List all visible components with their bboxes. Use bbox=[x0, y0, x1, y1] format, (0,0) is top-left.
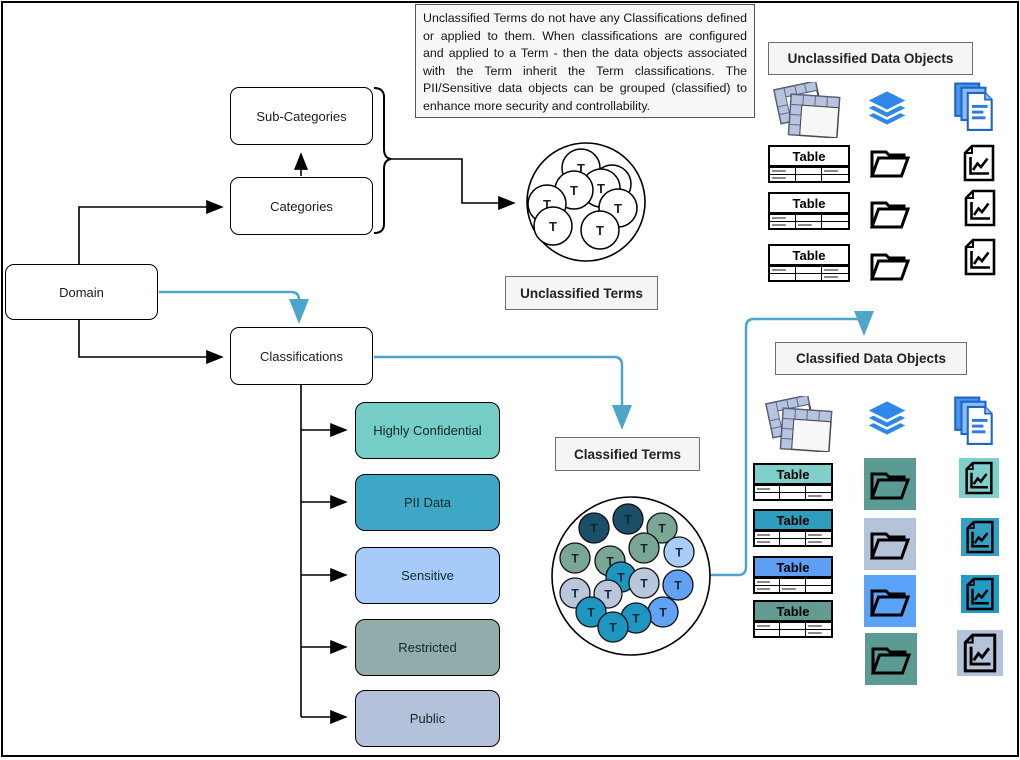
unclassified-objects-text: Unclassified Data Objects bbox=[787, 51, 954, 66]
chart-document-tile bbox=[961, 575, 999, 613]
table-icon-grid bbox=[770, 266, 848, 280]
spreadsheet-stack-icon bbox=[765, 396, 833, 452]
table-icon-grid bbox=[755, 622, 831, 636]
level-label: Public bbox=[409, 711, 446, 726]
table-icon: Table bbox=[753, 600, 833, 638]
unclassified-data-objects-label: Unclassified Data Objects bbox=[768, 42, 973, 75]
level-highly-confidential: Highly Confidential bbox=[355, 402, 500, 459]
folder-tile bbox=[864, 458, 916, 510]
table-icon: Table bbox=[768, 192, 850, 230]
level-label: Restricted bbox=[398, 640, 457, 655]
chart-document-icon bbox=[965, 461, 993, 495]
chart-document-tile bbox=[961, 518, 999, 556]
table-icon: Table bbox=[768, 145, 850, 183]
chart-document-tile bbox=[959, 458, 999, 498]
documents-icon bbox=[954, 396, 993, 445]
table-icon-grid bbox=[770, 167, 848, 181]
table-icon-grid bbox=[770, 214, 848, 228]
table-icon: Table bbox=[753, 509, 833, 547]
table-icon-label: Table bbox=[770, 194, 848, 214]
node-sub-categories-label: Sub-Categories bbox=[256, 108, 347, 124]
folder-tile bbox=[864, 518, 916, 570]
table-icon-grid bbox=[755, 578, 831, 592]
folder-icon bbox=[869, 472, 911, 500]
folder-tile bbox=[865, 633, 917, 685]
chart-document-tile bbox=[957, 630, 1003, 676]
folder-icon bbox=[869, 532, 911, 560]
level-label: Sensitive bbox=[401, 568, 454, 583]
classified-objects-text: Classified Data Objects bbox=[795, 351, 947, 366]
level-pii-data: PII Data bbox=[355, 474, 500, 531]
node-domain: Domain bbox=[5, 264, 158, 320]
folder-icon bbox=[869, 253, 911, 281]
table-icon: Table bbox=[753, 556, 833, 594]
chart-document-icon bbox=[966, 577, 994, 611]
level-label: Highly Confidential bbox=[373, 423, 482, 438]
chart-document-icon bbox=[966, 520, 994, 554]
folder-icon bbox=[869, 150, 911, 178]
table-icon-label: Table bbox=[755, 558, 831, 578]
note-box: Unclassified Terms do not have any Class… bbox=[415, 4, 755, 118]
table-icon: Table bbox=[753, 463, 833, 501]
table-icon-label: Table bbox=[770, 246, 848, 266]
note-text: Unclassified Terms do not have any Class… bbox=[423, 11, 747, 114]
folder-icon bbox=[869, 589, 911, 617]
table-icon-label: Table bbox=[770, 147, 848, 167]
node-domain-label: Domain bbox=[59, 284, 104, 300]
node-classifications: Classifications bbox=[230, 327, 373, 385]
node-categories-label: Categories bbox=[270, 198, 333, 214]
table-icon: Table bbox=[768, 244, 850, 282]
folder-tile bbox=[864, 575, 916, 627]
unclassified-terms-label: Unclassified Terms bbox=[505, 276, 658, 310]
level-restricted: Restricted bbox=[355, 619, 500, 676]
level-public: Public bbox=[355, 690, 500, 747]
layers-icon bbox=[863, 398, 911, 438]
table-icon-grid bbox=[755, 485, 831, 499]
unclassified-terms-text: Unclassified Terms bbox=[520, 285, 643, 301]
spreadsheet-stack-icon bbox=[773, 82, 841, 138]
folder-icon bbox=[869, 201, 911, 229]
level-sensitive: Sensitive bbox=[355, 547, 500, 604]
chart-document-icon bbox=[964, 189, 996, 227]
chart-document-icon bbox=[963, 633, 997, 673]
layers-icon bbox=[863, 88, 911, 128]
table-icon-label: Table bbox=[755, 465, 831, 485]
node-sub-categories: Sub-Categories bbox=[230, 87, 373, 145]
folder-icon bbox=[870, 647, 912, 675]
node-categories: Categories bbox=[230, 177, 373, 235]
table-icon-label: Table bbox=[755, 511, 831, 531]
chart-document-icon bbox=[964, 238, 996, 276]
table-icon-grid bbox=[755, 531, 831, 545]
documents-icon bbox=[954, 82, 993, 131]
node-classifications-label: Classifications bbox=[259, 348, 344, 364]
chart-document-icon bbox=[963, 144, 995, 182]
table-icon-label: Table bbox=[755, 602, 831, 622]
classified-terms-label: Classified Terms bbox=[555, 437, 700, 471]
classified-data-objects-label: Classified Data Objects bbox=[775, 342, 967, 375]
classified-terms-text: Classified Terms bbox=[573, 446, 682, 462]
level-label: PII Data bbox=[404, 495, 451, 510]
